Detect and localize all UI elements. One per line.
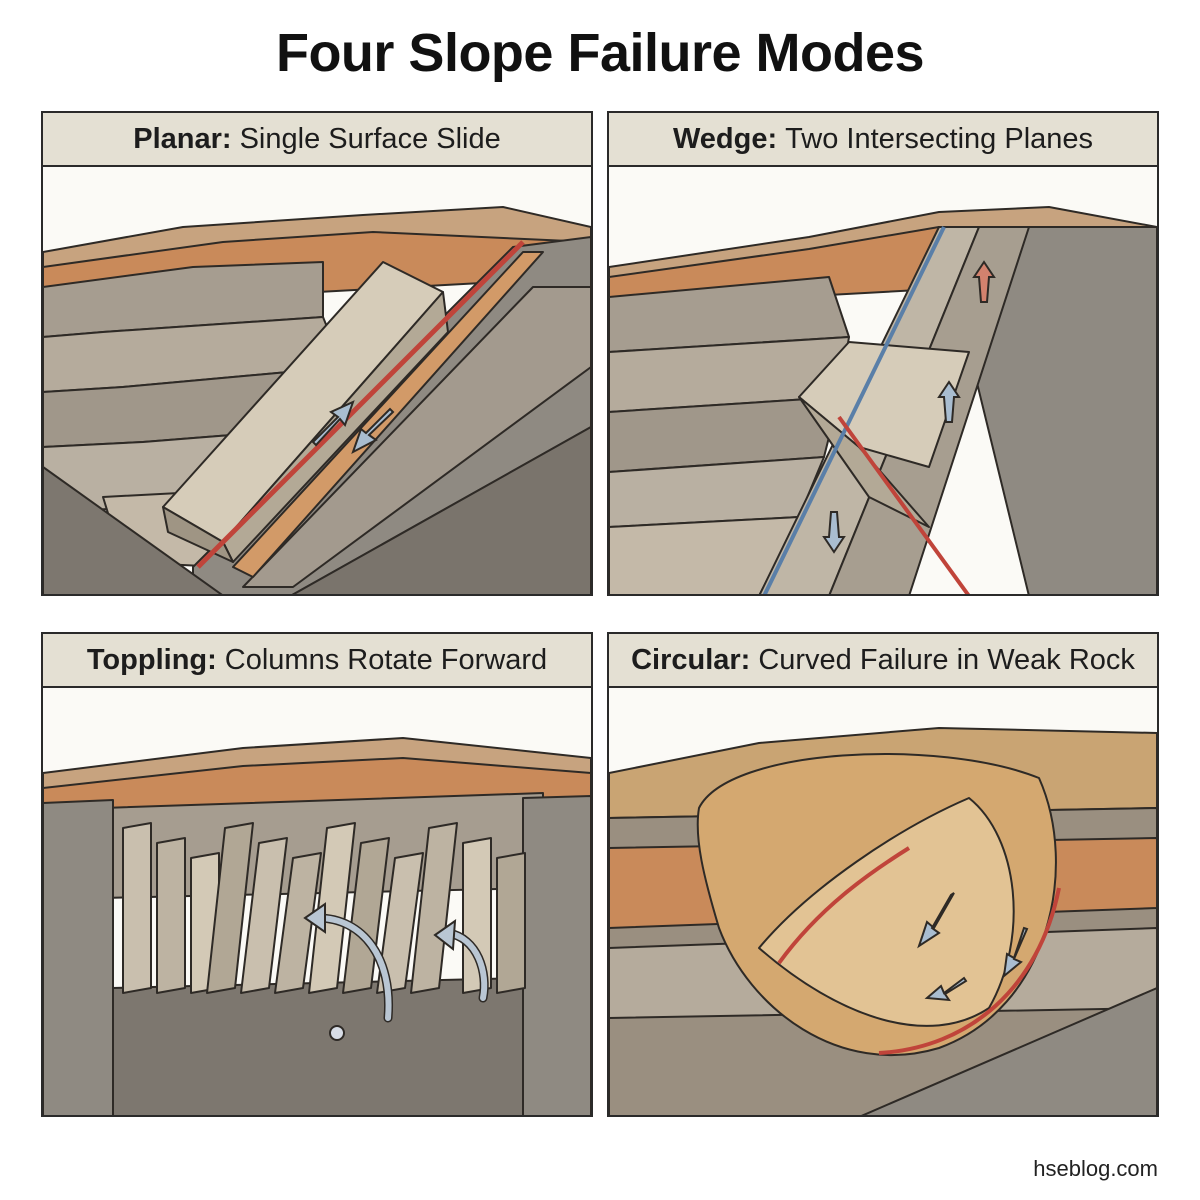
mode-name: Toppling: [86,643,217,676]
rock-column [274,852,322,994]
panel-header: Planar: Single Surface Slide [43,113,591,167]
rock-column [156,837,186,994]
rock-column [342,837,390,994]
circular-illustration [609,727,1157,1115]
rock-column [308,822,356,994]
panel-header: Toppling: Columns Rotate Forward [43,634,591,688]
panel-header: Circular: Curved Failure in Weak Rock [609,634,1157,688]
site-credit: hseblog.com [1033,1156,1158,1181]
mode-name: Planar: [133,122,232,155]
mode-description: Curved Failure in Weak Rock [758,643,1135,676]
panel-circular: Circular: Curved Failure in Weak Rock [607,632,1159,1117]
panel-header: Wedge: Two Intersecting Planes [609,113,1157,167]
mode-description: Two Intersecting Planes [785,122,1094,155]
panel-toppling: Toppling: Columns Rotate Forward [41,632,593,1117]
page-title: Four Slope Failure Modes [275,23,925,83]
rock-column [206,822,254,994]
panel-wedge: Wedge: Two Intersecting Planes [607,111,1159,596]
mode-description: Columns Rotate Forward [224,643,548,676]
panel-planar: Planar: Single Surface Slide [41,111,593,596]
rock-column [122,822,152,994]
rock-column [240,837,288,994]
wedge-illustration [609,206,1157,594]
rock-column [376,852,424,994]
planar-illustration [43,206,591,594]
rock-column [496,852,526,994]
mode-description: Single Surface Slide [239,122,501,155]
mode-name: Circular: [631,643,751,676]
rock-column [410,822,458,994]
toppling-illustration [43,737,591,1115]
mode-name: Wedge: [672,122,778,155]
